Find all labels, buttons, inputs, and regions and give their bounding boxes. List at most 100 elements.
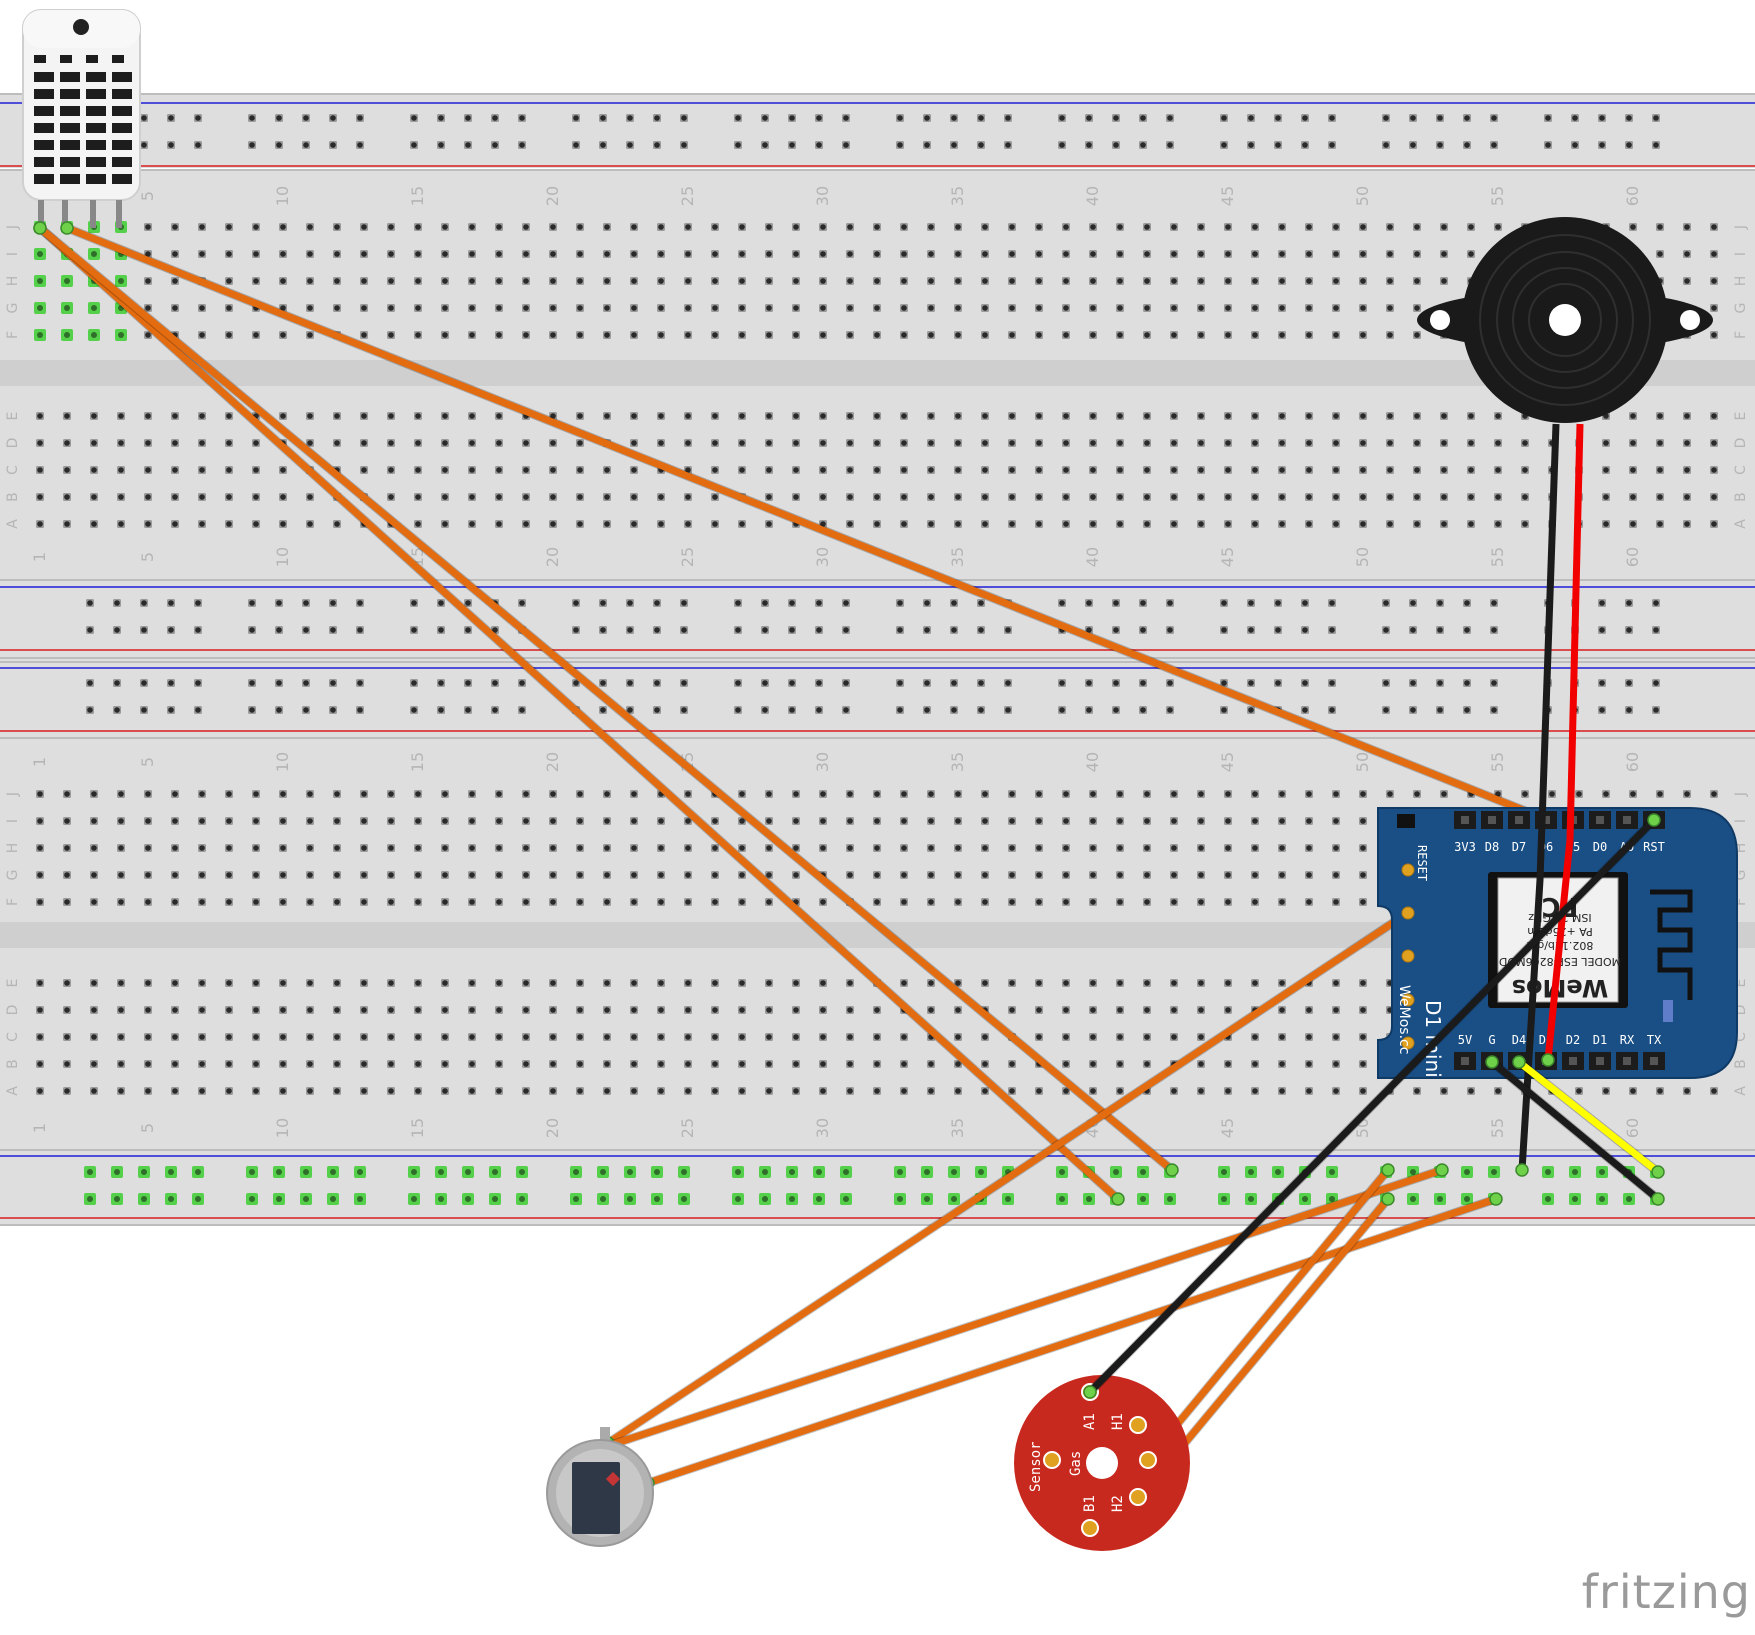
row-letter: B: [5, 1059, 21, 1069]
pin-label-bottom: D1: [1593, 1033, 1607, 1047]
column-number: 20: [543, 1118, 562, 1138]
gas-sensor-label: Gas: [1068, 1451, 1084, 1476]
buzzer-lead-red: [1544, 423, 1584, 1061]
column-number: 15: [408, 1118, 427, 1138]
column-number: 25: [678, 1118, 697, 1138]
row-letter: F: [5, 898, 21, 906]
column-number: 35: [948, 1118, 967, 1138]
column-number: 5: [138, 1123, 157, 1133]
pin-label-top: D7: [1512, 840, 1526, 854]
brand-name: WeMos.cc: [1396, 985, 1412, 1054]
column-number: 55: [1488, 547, 1507, 567]
row-letter: J: [1733, 225, 1749, 230]
row-letter: I: [1733, 819, 1749, 823]
column-number: 30: [813, 186, 832, 206]
column-number: 15: [408, 752, 427, 772]
column-number: 5: [138, 191, 157, 201]
piezo-buzzer[interactable]: [1417, 217, 1713, 423]
row-letter: E: [5, 412, 21, 421]
column-number: 30: [813, 1118, 832, 1138]
column-number: 20: [543, 186, 562, 206]
wires-overlay: [1083, 423, 1665, 1399]
row-letter: B: [1733, 1059, 1749, 1069]
row-letter: C: [5, 465, 21, 475]
row-letter: E: [5, 979, 21, 988]
row-letter: F: [1733, 898, 1749, 906]
pin-label-bottom: 5V: [1458, 1033, 1472, 1047]
pin-label-bottom: RX: [1620, 1033, 1635, 1047]
wire-dht-gnd: [36, 224, 1176, 1174]
column-number: 45: [1218, 186, 1237, 206]
row-letter: I: [1733, 252, 1749, 256]
column-number: 40: [1083, 547, 1102, 567]
gas-pin-label: B1: [1082, 1495, 1098, 1512]
module-text: WeMos: [1512, 974, 1609, 1002]
wire-5v-rail: [1515, 1058, 1662, 1176]
column-number: 25: [678, 186, 697, 206]
pin-label-bottom: G: [1488, 1033, 1495, 1047]
column-number: 20: [543, 547, 562, 567]
gas-sensor-label: Sensor: [1028, 1441, 1044, 1492]
row-letter: E: [1733, 412, 1749, 421]
wire-dht-vcc: [36, 224, 1122, 1203]
column-number: 60: [1623, 752, 1642, 772]
row-letter: J: [5, 792, 21, 797]
row-letter: F: [5, 331, 21, 339]
column-number: 60: [1623, 1118, 1642, 1138]
row-letter: B: [1733, 492, 1749, 502]
row-letter: H: [1733, 276, 1749, 287]
pin-label-top: D8: [1485, 840, 1499, 854]
column-number: 50: [1353, 752, 1372, 772]
column-number: 45: [1218, 547, 1237, 567]
column-number: 35: [948, 186, 967, 206]
column-number: 45: [1218, 1118, 1237, 1138]
row-letter: E: [1733, 979, 1749, 988]
antenna-trace: [1650, 889, 1693, 1000]
row-letter: I: [5, 819, 21, 823]
pin-label-bottom: D4: [1512, 1033, 1526, 1047]
column-number: 15: [408, 186, 427, 206]
column-number: 60: [1623, 186, 1642, 206]
column-number: 55: [1488, 186, 1507, 206]
column-number: 50: [1353, 547, 1372, 567]
column-number: 10: [273, 547, 292, 567]
dht22-sensor[interactable]: [22, 9, 141, 228]
column-number: 5: [138, 757, 157, 767]
column-number: 30: [813, 547, 832, 567]
row-letter: H: [5, 843, 21, 854]
column-number: 40: [1083, 752, 1102, 772]
gas-pin-label: A1: [1082, 1413, 1098, 1430]
row-letter: A: [5, 1086, 21, 1096]
power-rail-top-1: [0, 93, 1755, 168]
row-letter: G: [5, 870, 21, 881]
wire-gas-signal-a0: [1086, 816, 1658, 1396]
center-channel-top: [0, 360, 1755, 386]
pin-label-top: RST: [1643, 840, 1665, 854]
fritzing-watermark: fritzing: [1581, 1565, 1751, 1619]
row-letter: C: [5, 1032, 21, 1042]
pir-sensor[interactable]: [546, 1427, 654, 1547]
row-letter: A: [1733, 519, 1749, 529]
column-number: 20: [543, 752, 562, 772]
column-number: 55: [1488, 1118, 1507, 1138]
gas-sensor-hole: [1086, 1447, 1118, 1479]
column-number: 1: [30, 552, 49, 562]
row-letter: D: [5, 438, 21, 449]
column-number: 10: [273, 752, 292, 772]
column-number: 1: [30, 1123, 49, 1133]
column-number: 5: [138, 552, 157, 562]
row-letter: A: [5, 519, 21, 529]
row-letter: G: [5, 303, 21, 314]
buzzer-hole: [1549, 304, 1581, 336]
row-letter: J: [1733, 792, 1749, 797]
pin-label-bottom: D2: [1566, 1033, 1580, 1047]
row-letter: C: [1733, 465, 1749, 475]
gas-pin-label: H1: [1110, 1413, 1126, 1430]
column-number: 60: [1623, 547, 1642, 567]
row-letter: I: [5, 252, 21, 256]
row-letter: H: [5, 276, 21, 287]
pin-label-top: D0: [1593, 840, 1607, 854]
column-number: 45: [1218, 752, 1237, 772]
